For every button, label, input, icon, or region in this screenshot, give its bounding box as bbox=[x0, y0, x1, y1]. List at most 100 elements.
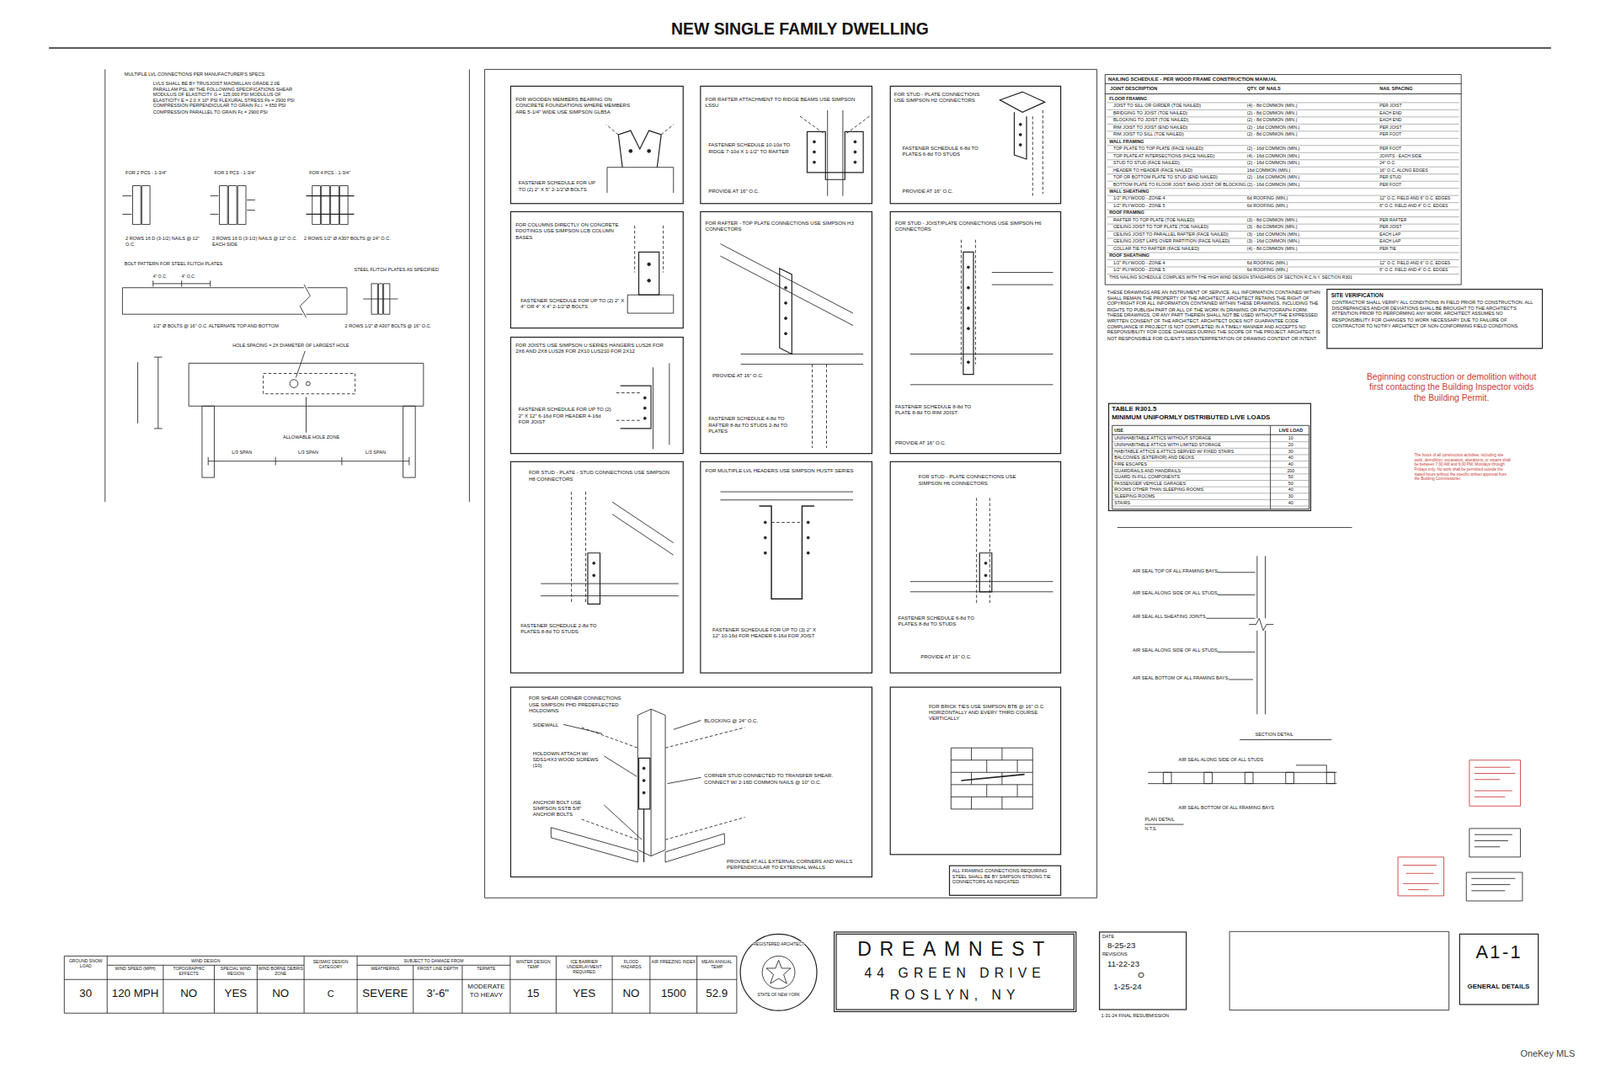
label-wrap: 1/2" PLYWOOD - ZONE 5 bbox=[1113, 202, 1247, 209]
text-wrap: FASTENER SCHEDULE FOR UP TO (3) 2" X 12"… bbox=[712, 626, 825, 640]
drawing-label: The hours of all construction activities… bbox=[1413, 453, 1510, 481]
text-wrap: A1-1 bbox=[1459, 942, 1540, 966]
label-wrap: AIR SEAL ALONG SIDE OF ALL STUDS bbox=[1132, 647, 1245, 654]
node-heading: FOR STUD - PLATE CONNECTIONS USE SIMPSON… bbox=[894, 90, 981, 104]
node-text: ROSLYN, NY bbox=[890, 987, 1021, 1003]
label-wrap: USE bbox=[1114, 427, 1258, 434]
drawing-label: SPECIAL WIND REGION bbox=[220, 966, 251, 977]
text-wrap: 44 GREEN DRIVE bbox=[833, 965, 1077, 982]
label-wrap: PER TIE bbox=[1379, 245, 1460, 251]
node-text: PROVIDE AT 16" O.C. bbox=[712, 373, 764, 379]
text-wrap: FOR JOISTS USE SIMPSON U SERIES HANGERS … bbox=[515, 341, 674, 355]
drawing-label: ROOF FRAMING bbox=[1109, 210, 1145, 216]
drawing-label: AIR FREEZING INDEX bbox=[651, 959, 696, 965]
drawing-label: UNINHABITABLE ATTICS WITHOUT STORAGE bbox=[1114, 435, 1211, 441]
drawing-label: RIM JOIST TO SILL (TOE NAILED) bbox=[1113, 131, 1184, 137]
drawing-label: TOP PLATE AT INTERSECTIONS (FACE NAILED) bbox=[1113, 153, 1215, 159]
node-heading: FOR JOISTS USE SIMPSON U SERIES HANGERS … bbox=[515, 341, 664, 355]
label-wrap: FIRE ESCAPES bbox=[1114, 461, 1268, 468]
node-heading: TABLE R301.5 bbox=[1111, 404, 1157, 411]
text-wrap: STATE OF NEW YORK bbox=[747, 992, 810, 998]
label-wrap: 1/2" PLYWOOD - ZONE 5 bbox=[1113, 266, 1247, 273]
drawing-label: EACH END bbox=[1379, 117, 1402, 123]
label-wrap: 12" O.C. FIELD AND 6" O.C. EDGES bbox=[1379, 196, 1460, 202]
label-wrap: THESE DRAWINGS ARE AN INSTRUMENT OF SERV… bbox=[1107, 289, 1322, 342]
node-text: CORNER STUD CONNECTED TO TRANSFER SHEAR.… bbox=[704, 773, 833, 786]
drawing-label: BALCONIES (EXTERIOR) AND DECKS bbox=[1114, 454, 1195, 460]
detail-box: FOR STUD - PLATE CONNECTIONS USE SIMPSON… bbox=[890, 461, 1062, 674]
node-text: FASTENER SCHEDULE 10-10d TO RIDGE 7-10d … bbox=[708, 142, 790, 155]
detail-box: FOR STUD - JOIST/PLATE CONNECTIONS USE S… bbox=[890, 211, 1062, 454]
label-wrap: WINTER DESIGN TEMP bbox=[511, 959, 555, 970]
drawing-label: 52.9 bbox=[705, 986, 728, 1000]
node-text: CONTRACTOR SHALL VERIFY ALL CONDITIONS I… bbox=[1332, 299, 1534, 328]
label-wrap: 1/2" PLYWOOD - ZONE 4 bbox=[1113, 196, 1247, 203]
node-heading: SITE VERIFICATION bbox=[1331, 291, 1384, 298]
label-wrap: NO bbox=[164, 986, 214, 1001]
node-heading: FOR MULTIPLE LVL HEADERS USE SIMPSON HUS… bbox=[705, 467, 854, 474]
text-wrap: PROVIDE AT 16" O.C. bbox=[712, 373, 805, 379]
drawing-label: 1/2" PLYWOOD - ZONE 5 bbox=[1113, 202, 1166, 208]
drawing-label: SUBJECT TO DAMAGE FROM bbox=[403, 958, 464, 964]
label-wrap: LIVE LOAD bbox=[1272, 427, 1310, 434]
drawing-label: WIND SPEED (MPH) bbox=[114, 966, 155, 972]
label-wrap: 12" O.C. FIELD AND 6" O.C. EDGES bbox=[1379, 260, 1460, 266]
label-wrap: SEISMIC DESIGN CATEGORY bbox=[304, 959, 357, 970]
label-wrap: MULTIPLE LVL CONNECTIONS PER MANUFACTURE… bbox=[124, 71, 350, 78]
drawing-label: ICE BARRIER UNDERLAYMENT REQUIRED bbox=[566, 959, 603, 975]
node-heading: FOR STUD - JOIST/PLATE CONNECTIONS USE S… bbox=[895, 219, 1042, 233]
label-wrap: RIM JOIST TO SILL (TOE NAILED) bbox=[1113, 131, 1247, 138]
label-wrap: SLEEPING ROOMS bbox=[1114, 493, 1268, 500]
label-wrap: SEVERE bbox=[357, 986, 412, 1001]
label-wrap: 24" O.C. bbox=[1379, 160, 1460, 166]
label-wrap: HOLE SPACING = 2X DIAMETER OF LARGEST HO… bbox=[232, 342, 406, 349]
node-text: GENERAL DETAILS bbox=[1467, 981, 1531, 989]
drawing-label: USE bbox=[1114, 427, 1124, 433]
drawing-label: 40 bbox=[1288, 500, 1294, 506]
label-wrap: AIR SEAL TOP OF ALL FRAMING BAYS bbox=[1132, 568, 1245, 575]
drawing-label: JOIST TO SILL OR GIRDER (TOE NAILED) bbox=[1113, 102, 1201, 108]
drawing-label: MULTIPLE LVL CONNECTIONS PER MANUFACTURE… bbox=[124, 71, 265, 77]
label-wrap: QTY. OF NAILS bbox=[1247, 85, 1370, 92]
drawing-label: MEAN ANNUAL TEMP bbox=[701, 959, 732, 970]
label-wrap: 120 MPH bbox=[107, 986, 162, 1001]
drawing-label: (3) - 16d COMMON (MIN.) bbox=[1247, 239, 1301, 245]
label-wrap: JOINTS - EACH SIDE bbox=[1379, 153, 1460, 159]
node-heading: FOR SHEAR CORNER CONNECTIONS USE SIMPSON… bbox=[528, 694, 622, 714]
drawing-label: WINTER DESIGN TEMP bbox=[516, 959, 551, 970]
text-wrap: FOR COLUMNS DIRECTLY ON CONCRETE FOOTING… bbox=[515, 221, 626, 240]
text-wrap: FASTENER SCHEDULE 2-8d TO PLATES 8-8d TO… bbox=[520, 622, 598, 635]
text-wrap: FASTENER SCHEDULE FOR UP TO (2) 2" X 5" … bbox=[518, 179, 601, 192]
label-wrap: 40 bbox=[1272, 486, 1310, 493]
drawing-label: NO bbox=[272, 986, 289, 1000]
label-wrap: PER JOIST bbox=[1379, 224, 1460, 230]
drawing-label: EACH LAP bbox=[1379, 239, 1401, 245]
label-wrap: PER RAFTER bbox=[1379, 217, 1460, 223]
node-heading: FOR STUD - PLATE CONNECTIONS USE SIMPSON… bbox=[918, 473, 1017, 486]
drawing-label: HOLE SPACING = 2X DIAMETER OF LARGEST HO… bbox=[232, 342, 349, 348]
node-text: 11-22-23 bbox=[1107, 959, 1140, 969]
label-wrap: 16" O.C. ALONG EDGES bbox=[1379, 167, 1460, 173]
drawing-label: 6d ROOFING (MIN.) bbox=[1247, 202, 1288, 208]
drawing-label: (2) - 8d COMMON (MIN.) bbox=[1247, 131, 1298, 137]
label-wrap: NAILING SCHEDULE - PER WOOD FRAME CONSTR… bbox=[1108, 75, 1456, 82]
text-wrap: FASTENER SCHEDULE 4-8d TO RAFTER 8-8d TO… bbox=[708, 415, 800, 434]
label-wrap: AIR SEAL ALL SHEATING JOINTS bbox=[1132, 613, 1245, 620]
drawing-label: 2 ROWS 1/2" Ø A307 BOLTS @ 16" O.C. bbox=[345, 323, 432, 329]
label-wrap: TOPOGRAPHIC EFFECTS bbox=[164, 966, 214, 977]
drawing-label: WALL FRAMING bbox=[1109, 138, 1144, 144]
drawing-label: 30 bbox=[1288, 448, 1294, 454]
text-wrap: FASTENER SCHEDULE FOR UP TO (2) 2" X 12"… bbox=[518, 405, 613, 425]
drawing-label: (3) - 8d COMMON (MIN.) bbox=[1247, 224, 1298, 230]
text-wrap: DATE bbox=[1102, 933, 1143, 940]
label-wrap: WALL SHEATHING bbox=[1109, 188, 1313, 195]
node-text: FASTENER SCHEDULE FOR UP TO (2) 2" X 5" … bbox=[518, 179, 596, 192]
label-wrap: TOP PLATE AT INTERSECTIONS (FACE NAILED) bbox=[1113, 153, 1247, 160]
drawing-label: (4) - 16d COMMON (MIN.) bbox=[1247, 153, 1301, 159]
label-wrap: BOLT PATTERN FOR STEEL FLITCH PLATES bbox=[124, 261, 278, 267]
label-wrap: SUBJECT TO DAMAGE FROM bbox=[357, 958, 509, 964]
text-wrap: TABLE R301.5 bbox=[1111, 404, 1306, 413]
text-wrap: SIDEWALL bbox=[533, 721, 585, 728]
